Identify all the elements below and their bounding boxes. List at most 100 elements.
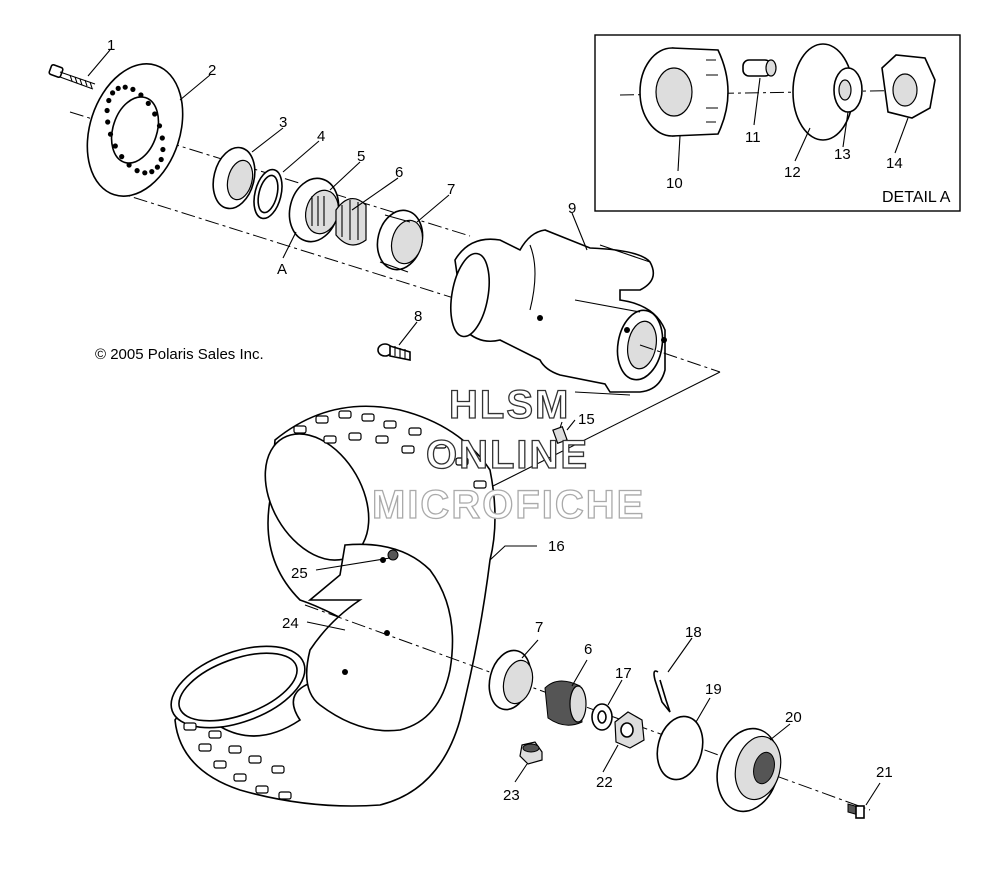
part-3-seal xyxy=(212,146,256,210)
callout-14: 14 xyxy=(886,155,903,172)
part-14-nut xyxy=(881,54,936,119)
tread-block xyxy=(255,785,269,794)
part-22-castle-nut xyxy=(614,711,645,749)
callout-21: 21 xyxy=(876,764,893,781)
callout-5: 5 xyxy=(357,148,365,165)
watermark-line-2: ONLINE xyxy=(426,433,589,477)
callout-17: 17 xyxy=(615,665,632,682)
callout-19: 19 xyxy=(705,681,722,698)
disc-hole xyxy=(138,92,144,98)
part-2-brake-disc xyxy=(86,63,184,197)
callout-7: 7 xyxy=(447,181,455,198)
callout-9: 9 xyxy=(568,200,576,217)
disc-hole xyxy=(158,156,164,163)
callout-1: 1 xyxy=(107,37,115,54)
tread-block xyxy=(323,435,337,444)
callout-2: 2 xyxy=(208,62,216,79)
part-4-snap-ring xyxy=(253,168,283,220)
callout-6-lower: 6 xyxy=(584,641,592,658)
detail-a-inset xyxy=(594,34,961,212)
tread-block xyxy=(183,722,197,731)
part-6-bearing-upper xyxy=(335,198,367,246)
tread-block xyxy=(208,730,222,739)
disc-hole xyxy=(106,97,112,104)
disc-hole xyxy=(110,90,116,96)
disc-hole xyxy=(154,164,160,170)
disc-hole xyxy=(145,100,151,106)
disc-hole xyxy=(112,143,118,149)
disc-hole xyxy=(134,168,140,174)
callout-12: 12 xyxy=(784,164,801,181)
disc-hole xyxy=(130,86,136,92)
part-8-bolt xyxy=(377,343,411,361)
part-13-washer xyxy=(833,67,863,113)
part-24-wheel-rim xyxy=(305,543,454,732)
tread-block xyxy=(338,410,352,419)
callout-16: 16 xyxy=(548,538,565,555)
copyright-notice: © 2005 Polaris Sales Inc. xyxy=(95,346,264,363)
callout-15: 15 xyxy=(578,411,595,428)
disc-hole xyxy=(160,146,166,153)
watermark: HLSM ONLINE MICROFICHE xyxy=(371,382,645,527)
tread-block xyxy=(293,425,307,434)
part-17-washer xyxy=(591,703,613,731)
part-7-bearing-cup-lower xyxy=(488,649,534,711)
tread-block xyxy=(455,457,469,466)
disc-hole xyxy=(105,119,111,125)
callout-24: 24 xyxy=(282,615,299,632)
callout-22: 22 xyxy=(596,774,613,791)
disc-hole xyxy=(142,170,148,176)
callout-25: 25 xyxy=(291,565,308,582)
callout-7-lower: 7 xyxy=(535,619,543,636)
detail-a-label: DETAIL A xyxy=(882,189,951,206)
callout-labels: 1 2 3 4 5 6 7 9 8 A 15 16 25 24 7 6 17 1… xyxy=(95,37,951,804)
disc-hole xyxy=(122,84,128,90)
tread-block xyxy=(408,427,422,436)
tread-block xyxy=(248,755,262,764)
callout-8: 8 xyxy=(414,308,422,325)
callout-10: 10 xyxy=(666,175,683,192)
leader-lines xyxy=(87,49,909,806)
disc-hole xyxy=(152,111,158,117)
callout-3: 3 xyxy=(279,114,287,131)
callout-20: 20 xyxy=(785,709,802,726)
tread-block xyxy=(401,445,415,454)
disc-hole xyxy=(159,135,165,141)
part-7-bearing-cup-upper xyxy=(376,209,424,273)
tread-block xyxy=(228,745,242,754)
disc-hole xyxy=(126,162,132,168)
tread-block xyxy=(278,791,292,800)
part-23-nut xyxy=(519,741,543,765)
watermark-line-1: HLSM xyxy=(449,383,570,427)
part-10-drive-collar xyxy=(639,47,729,137)
tread-block xyxy=(348,432,362,441)
tread-block xyxy=(315,415,329,424)
part-21-screw xyxy=(847,803,865,819)
tread-block xyxy=(213,760,227,769)
tread-block xyxy=(198,743,212,752)
disc-hole xyxy=(149,169,155,175)
part-18-cotter-pin xyxy=(653,670,671,713)
part-11-pin xyxy=(742,59,777,77)
callout-6: 6 xyxy=(395,164,403,181)
callout-13: 13 xyxy=(834,146,851,163)
tread-block xyxy=(383,420,397,429)
callout-4: 4 xyxy=(317,128,325,145)
tread-block xyxy=(433,440,447,449)
part-19-o-ring xyxy=(656,715,704,781)
part-9-steering-knuckle xyxy=(450,229,721,396)
disc-hole xyxy=(107,131,114,137)
tread-block xyxy=(233,773,247,782)
part-20-hub-cap xyxy=(716,727,782,813)
tread-block xyxy=(271,765,285,774)
disc-hole xyxy=(119,154,125,160)
watermark-line-3: MICROFICHE xyxy=(372,483,645,527)
callout-11: 11 xyxy=(745,129,761,146)
callout-18: 18 xyxy=(685,624,702,641)
disc-hole xyxy=(156,123,163,129)
tread-block xyxy=(361,413,375,422)
part-6-bearing-lower xyxy=(544,680,587,726)
disc-hole xyxy=(104,107,110,114)
disc-hole xyxy=(115,85,121,91)
